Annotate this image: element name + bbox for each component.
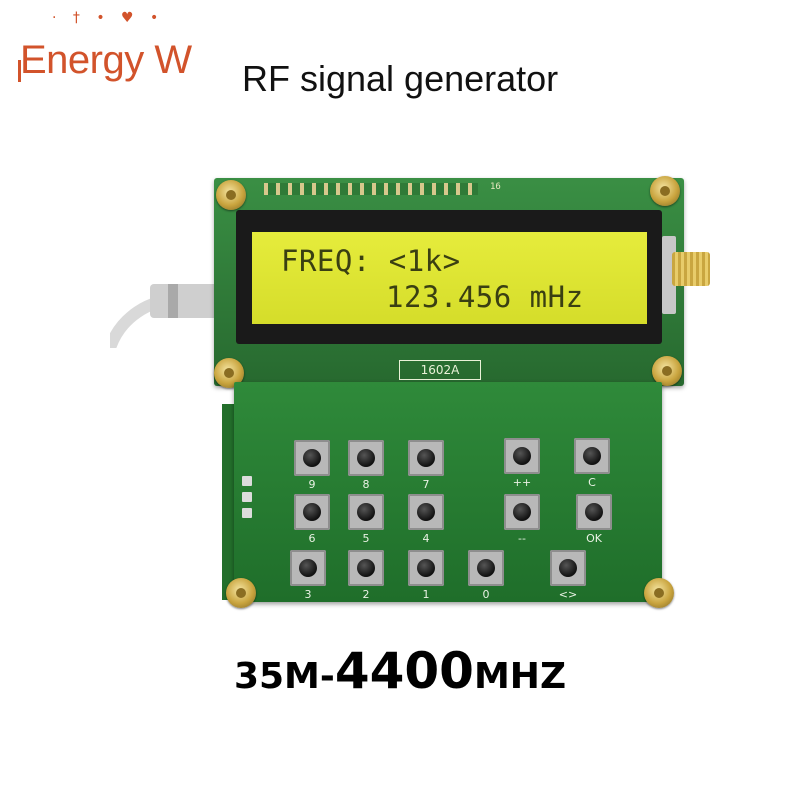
key-7[interactable] (408, 440, 444, 476)
lcd-screen (252, 232, 647, 324)
side-pads (242, 476, 254, 528)
key-decrease[interactable] (504, 494, 540, 530)
screw-icon (216, 180, 246, 210)
usb-cable (110, 284, 220, 348)
frequency-range: 35M-4400MHZ (0, 642, 800, 700)
screw-icon (226, 578, 256, 608)
brand-bar-icon (18, 60, 21, 82)
brand-logo: Energy W (20, 38, 192, 82)
key-label: 0 (482, 588, 490, 601)
pin-number-label: 16 (490, 182, 501, 192)
lcd-line-frequency-step: FREQ: <1k> (281, 244, 461, 278)
key-label: 5 (362, 532, 370, 545)
key-8[interactable] (348, 440, 384, 476)
range-max: 4400 (334, 642, 474, 700)
screw-icon (650, 176, 680, 206)
key-label: 4 (422, 532, 430, 545)
sma-connector-icon (672, 252, 710, 286)
key-clear[interactable] (574, 438, 610, 474)
key-0[interactable] (468, 550, 504, 586)
key-label: 6 (308, 532, 316, 545)
range-unit: MHZ (473, 656, 567, 697)
key-label: 7 (422, 478, 430, 491)
screw-icon (652, 356, 682, 386)
key-4[interactable] (408, 494, 444, 530)
range-start: 35M- (233, 656, 335, 697)
key-label: -- (518, 532, 526, 545)
screw-icon (644, 578, 674, 608)
header-pins (264, 183, 478, 195)
key-label: ++ (512, 476, 532, 489)
key-6[interactable] (294, 494, 330, 530)
key-label: 3 (304, 588, 312, 601)
key-increase[interactable] (504, 438, 540, 474)
key-ok[interactable] (576, 494, 612, 530)
key-label: 1 (422, 588, 430, 601)
key-5[interactable] (348, 494, 384, 530)
key-cursor[interactable] (550, 550, 586, 586)
lcd-line-frequency-value: 123.456 mHz (386, 280, 584, 314)
key-1[interactable] (408, 550, 444, 586)
key-label: 2 (362, 588, 370, 601)
key-label: <> (558, 588, 578, 601)
brand-decoration-icon: · † • ♥ • (52, 10, 165, 26)
key-9[interactable] (294, 440, 330, 476)
key-label: C (588, 476, 596, 489)
key-label: 8 (362, 478, 370, 491)
model-label: 1602A (399, 360, 481, 380)
page-title: RF signal generator (242, 58, 559, 99)
key-label: OK (586, 532, 602, 545)
key-3[interactable] (290, 550, 326, 586)
key-2[interactable] (348, 550, 384, 586)
key-label: 9 (308, 478, 316, 491)
